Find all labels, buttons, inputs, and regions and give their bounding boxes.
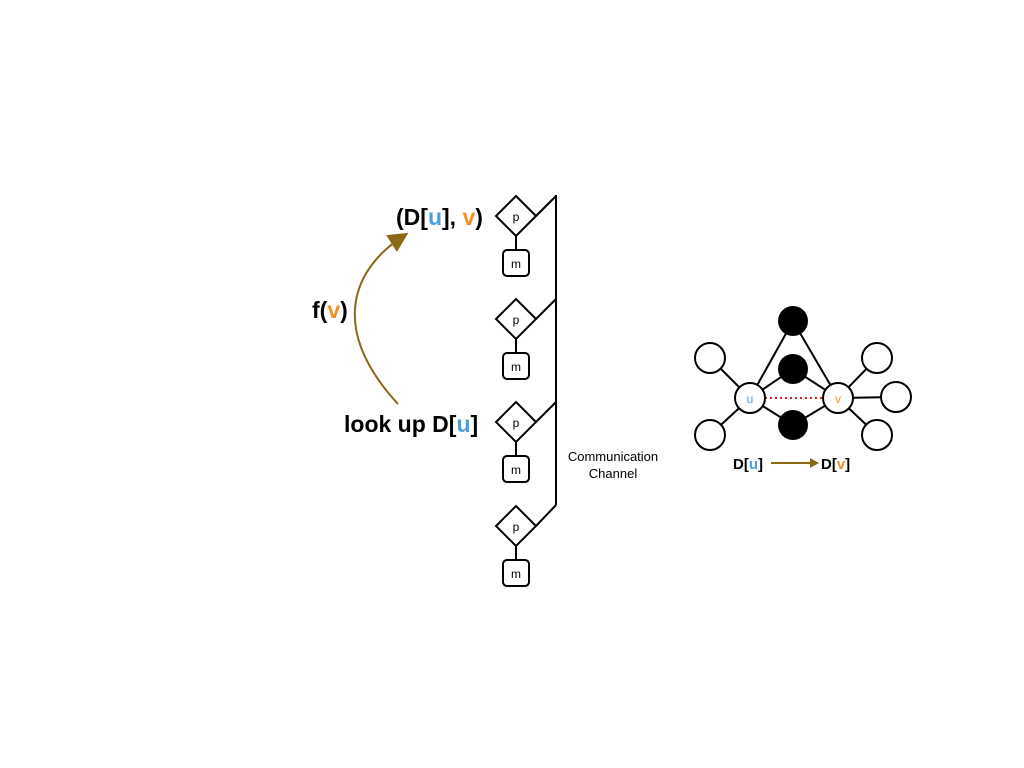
neighbor-node: [694, 342, 726, 374]
v-node-label: v: [835, 392, 841, 406]
memory-box: [502, 455, 530, 483]
legend-to: D[v]: [821, 456, 850, 473]
v-node: [822, 382, 854, 414]
processor-unit-1: p m: [494, 194, 557, 277]
neighbor-node: [861, 342, 893, 374]
memory-label: m: [511, 257, 521, 271]
memory-label: m: [511, 567, 521, 581]
neighbor-node: [861, 419, 893, 451]
common-neighbor-node: [778, 306, 808, 336]
legend-arrowhead: [810, 458, 819, 468]
common-neighbor-node: [778, 410, 808, 440]
memory-box: [502, 559, 530, 587]
u-node: [734, 382, 766, 414]
legend-from: D[u]: [733, 456, 763, 473]
u-node-label: u: [747, 392, 754, 406]
processor-label: p: [513, 210, 520, 224]
memory-label: m: [511, 360, 521, 374]
processor-label: p: [513, 313, 520, 327]
processor-label: p: [513, 416, 520, 430]
processor-unit-3: p m: [494, 400, 557, 483]
processor-label: p: [513, 520, 520, 534]
neighbor-node: [880, 381, 912, 413]
memory-box: [502, 249, 530, 277]
processor-unit-4: p m: [494, 504, 557, 587]
tuple-label: (D[u], v): [396, 204, 483, 230]
function-label: f(v): [312, 297, 348, 323]
common-neighbor-node: [778, 354, 808, 384]
processor-unit-2: p m: [494, 297, 557, 380]
flow-arrow: [353, 232, 409, 405]
memory-label: m: [511, 463, 521, 477]
lookup-label: look up D[u]: [344, 411, 478, 437]
memory-box: [502, 352, 530, 380]
channel-label-line1: Communication: [568, 449, 658, 464]
channel-label-line2: Channel: [589, 466, 638, 481]
neighbor-node: [694, 419, 726, 451]
